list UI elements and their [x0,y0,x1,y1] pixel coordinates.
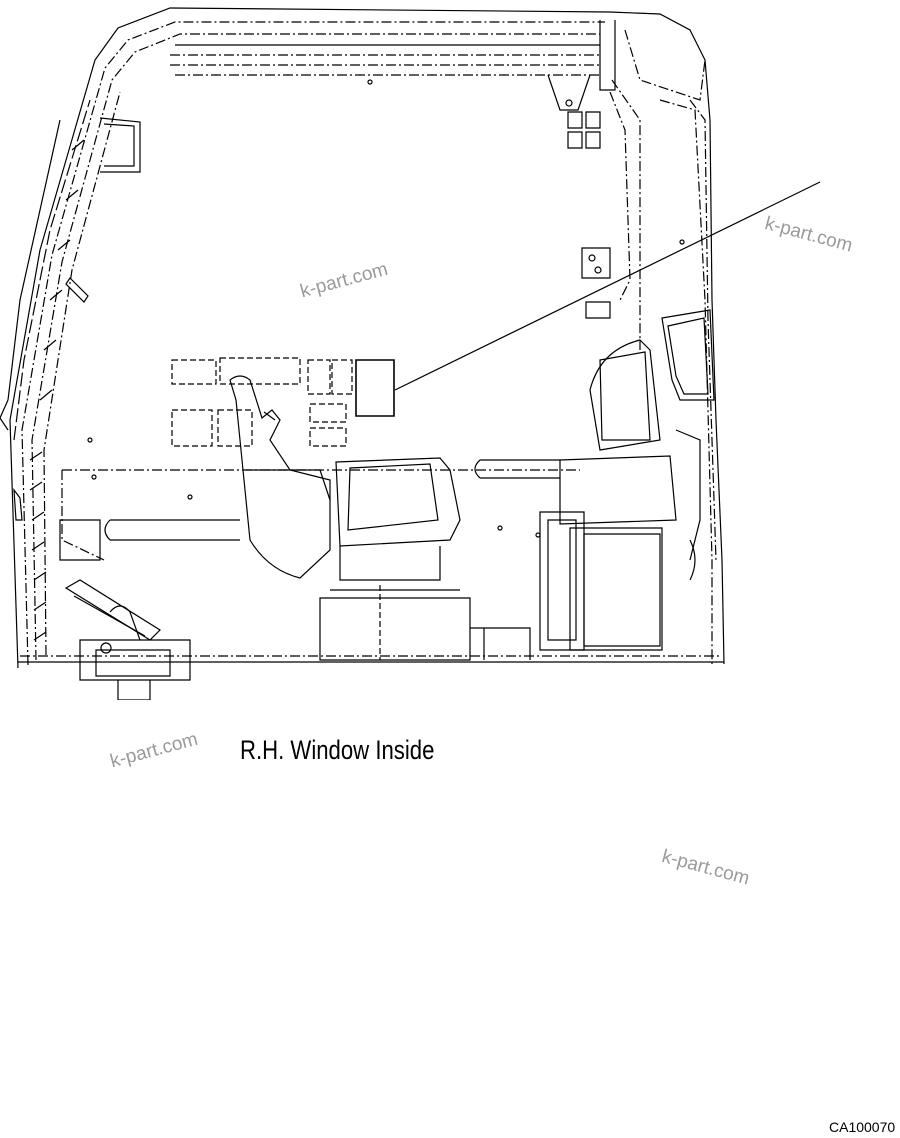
window-seal [14,140,88,640]
leader-line [395,182,820,390]
label-locations [172,358,352,446]
watermark: k-part.com [659,846,752,890]
cab-right-window-inside-drawing [0,0,900,700]
watermark: k-part.com [108,728,201,773]
control-lever-console [230,376,530,660]
roof-beam [170,20,716,664]
diagram-caption: R.H. Window Inside [240,735,435,765]
front-pillar [0,8,724,668]
grab-handle [100,118,140,172]
pedal-assembly [66,580,190,700]
floor [18,438,724,662]
figure-code: CA100070 [829,1119,896,1135]
right-console [540,310,714,650]
target-label-position [356,360,394,416]
